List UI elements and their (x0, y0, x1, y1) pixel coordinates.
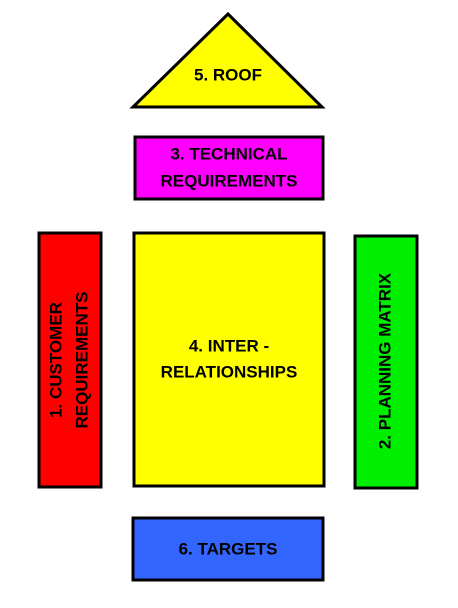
planning-matrix-box (353, 234, 419, 490)
technical-requirements-box (133, 135, 325, 201)
planning-matrix-block: 2. PLANNING MATRIX (353, 234, 419, 490)
targets-box (131, 516, 325, 582)
technical-requirements-label-line2: REQUIREMENTS (161, 171, 298, 190)
roof-shape (129, 11, 326, 109)
interrelationships-label-line1: 4. INTER - (189, 336, 269, 355)
technical-requirements-block: 3. TECHNICAL REQUIREMENTS (133, 135, 325, 201)
interrelationships-label-line2: RELATIONSHIPS (161, 362, 298, 381)
customer-requirements-label-line2: REQUIREMENTS (72, 292, 91, 429)
customer-requirements-box (37, 231, 103, 489)
customer-requirements-label-line1: 1. CUSTOMER (46, 302, 65, 418)
roof-block: 5. ROOF (129, 11, 326, 109)
interrelationships-block: 4. INTER - RELATIONSHIPS (132, 231, 326, 488)
interrelationships-box (132, 231, 326, 488)
technical-requirements-label-line1: 3. TECHNICAL (170, 144, 287, 163)
roof-label: 5. ROOF (194, 65, 262, 84)
customer-requirements-block: 1. CUSTOMER REQUIREMENTS (37, 231, 103, 489)
targets-block: 6. TARGETS (131, 516, 325, 582)
targets-label: 6. TARGETS (179, 539, 278, 558)
planning-matrix-label: 2. PLANNING MATRIX (375, 272, 394, 449)
